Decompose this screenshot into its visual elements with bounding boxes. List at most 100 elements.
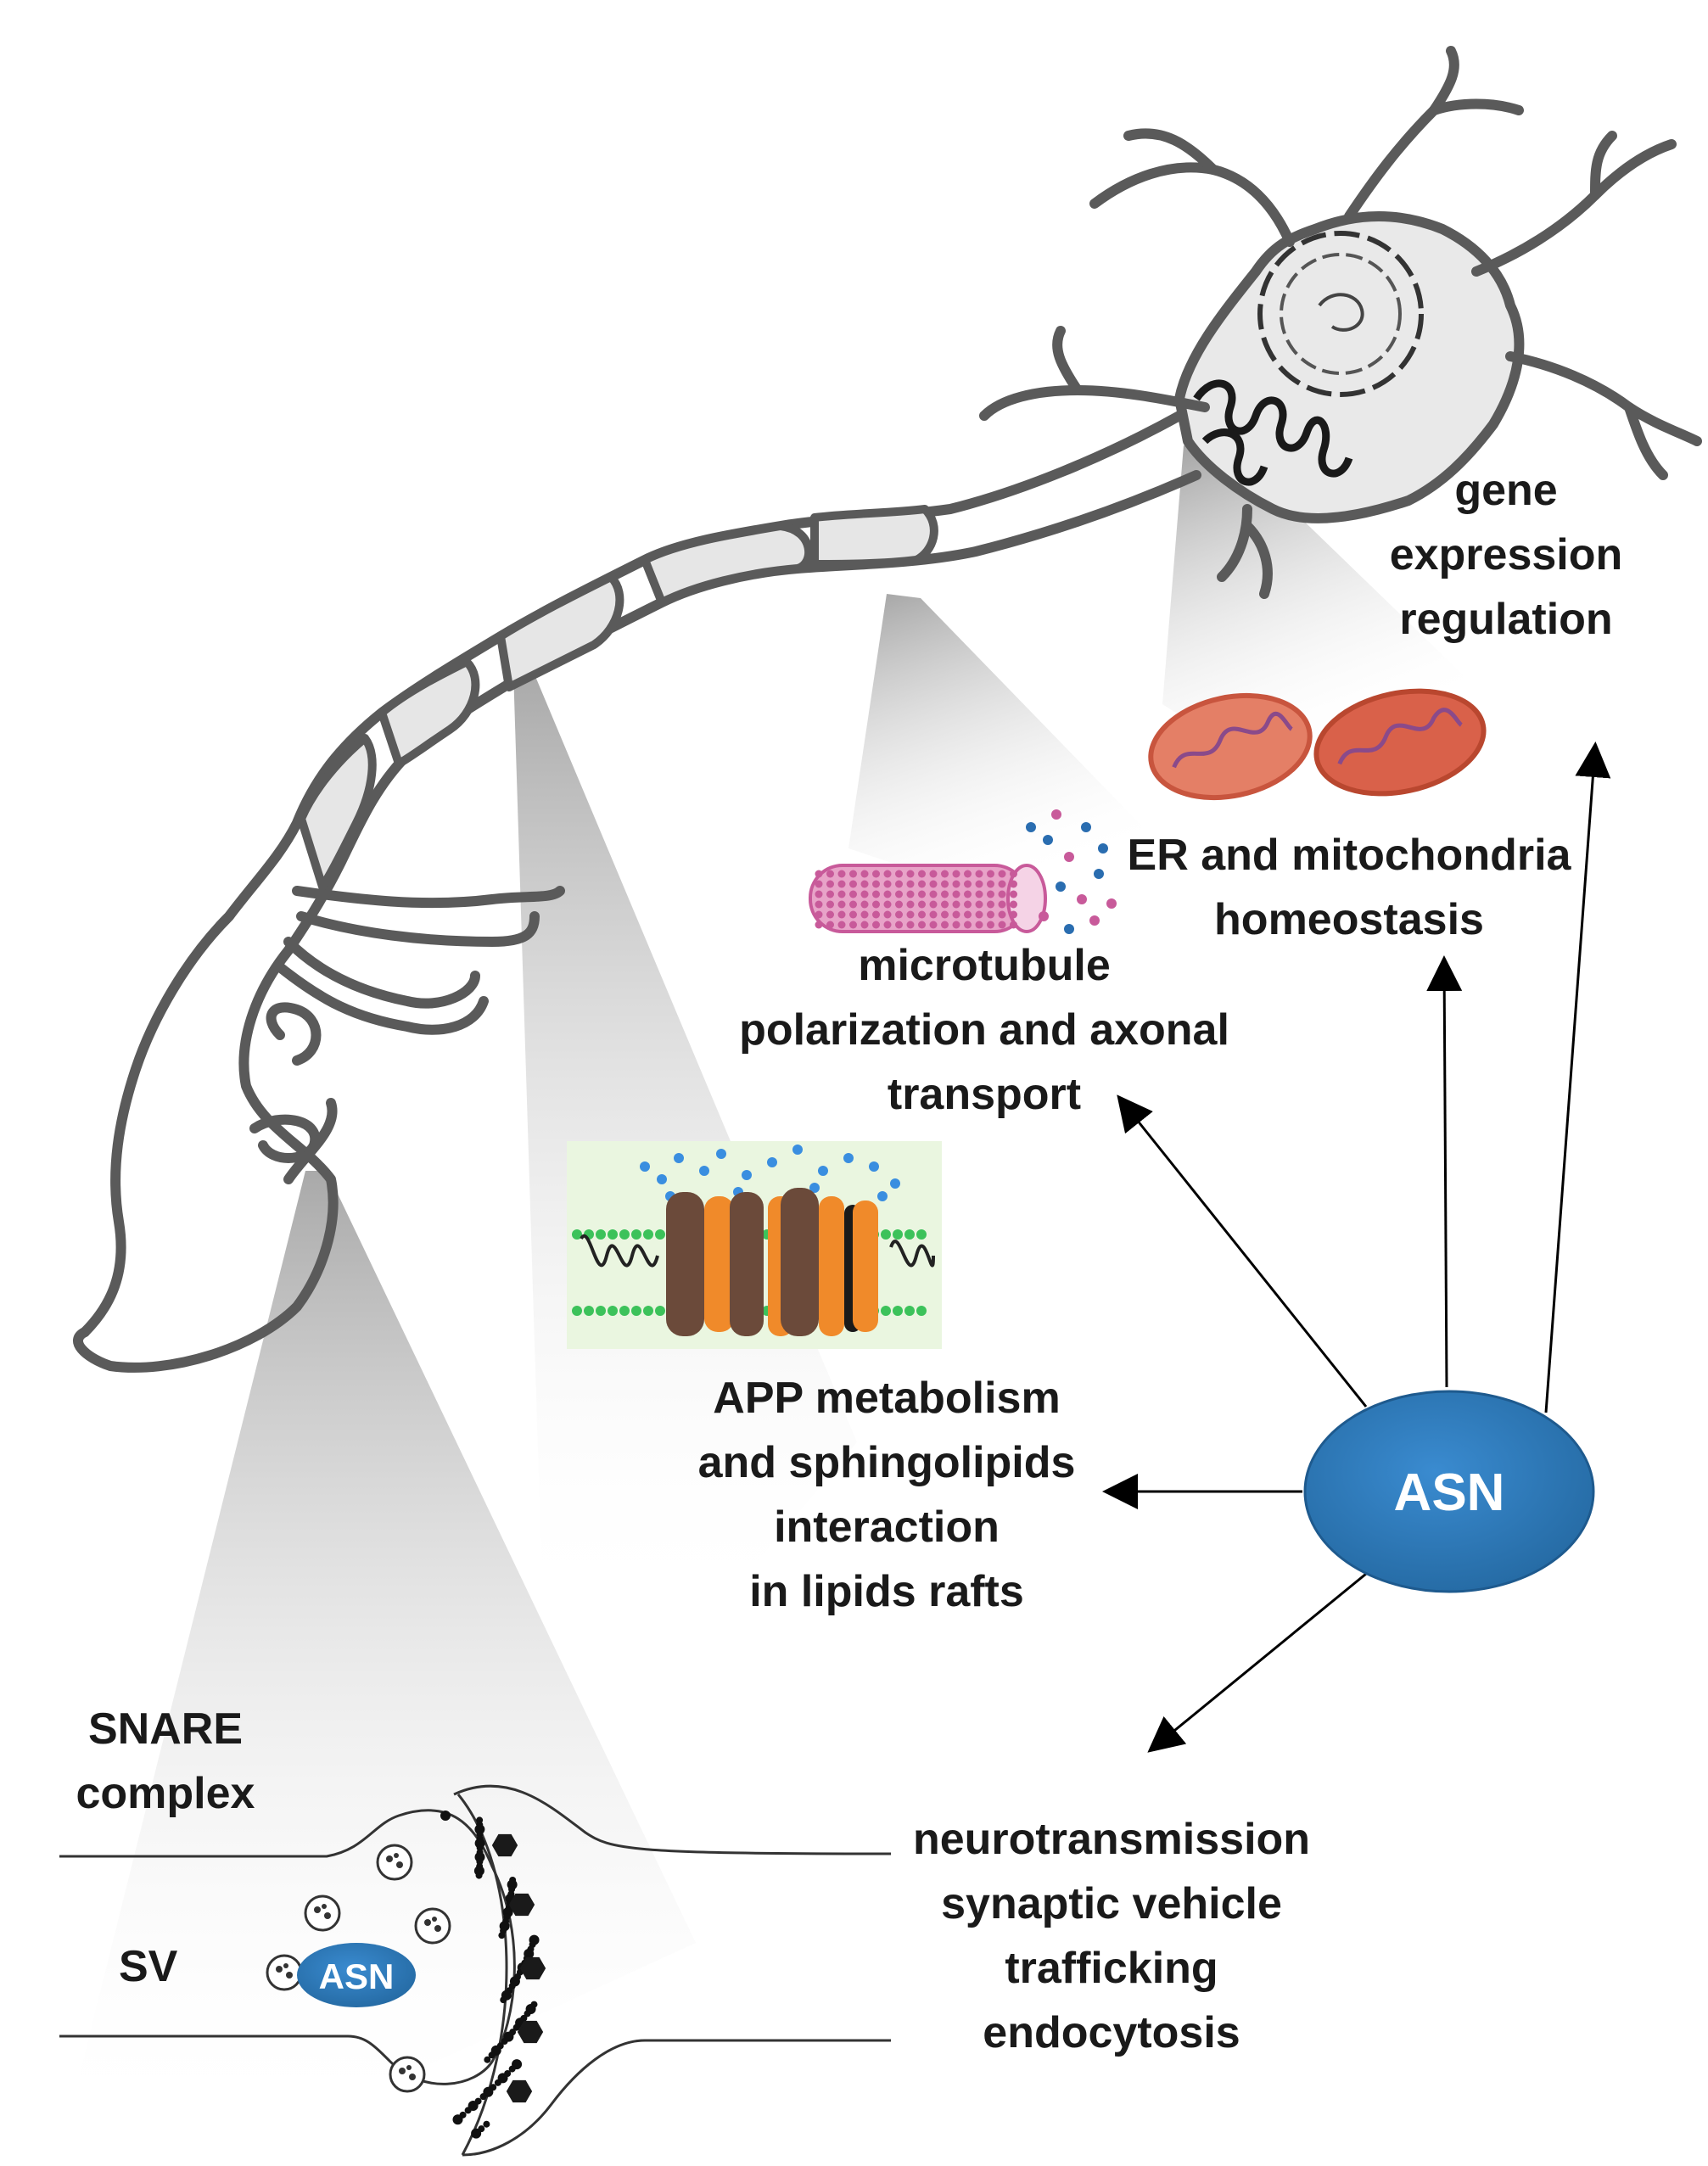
free-tubulin bbox=[1077, 894, 1087, 904]
glycolipid-head bbox=[699, 1166, 709, 1176]
glycolipid-head bbox=[674, 1153, 684, 1163]
tubulin-dimer bbox=[918, 910, 926, 919]
tubulin-dots bbox=[815, 809, 1117, 934]
vesicle-content bbox=[286, 1972, 293, 1979]
nucleus-inner bbox=[1280, 253, 1402, 375]
dendrite bbox=[1123, 128, 1218, 175]
mitochondrion-2 bbox=[1313, 688, 1487, 797]
tubulin-dimer bbox=[941, 870, 949, 878]
vesicle bbox=[389, 2056, 426, 2093]
rough-er bbox=[1201, 428, 1268, 486]
tubulin-dimer bbox=[837, 921, 846, 929]
dendrite bbox=[1242, 521, 1273, 599]
tubulin-dimer bbox=[883, 910, 892, 919]
tubulin-dimer bbox=[849, 870, 857, 878]
synaptic-vesicles bbox=[266, 1844, 451, 2093]
tubulin-dimer bbox=[860, 880, 869, 888]
lipid-head bbox=[631, 1229, 641, 1240]
lipid-tails-right bbox=[889, 1240, 935, 1268]
tubulin-dimer bbox=[918, 890, 926, 898]
lipid-head bbox=[655, 1229, 665, 1240]
label-line: in lipids rafts bbox=[749, 1567, 1024, 1616]
label-microtubule: microtubule polarization and axonal tran… bbox=[704, 933, 1264, 1127]
lipid-tails-left bbox=[580, 1234, 659, 1268]
tubulin-dimer bbox=[906, 870, 915, 878]
lipid-head bbox=[893, 1306, 903, 1316]
neurotransmitter bbox=[508, 2065, 516, 2073]
neurotransmitter bbox=[440, 1811, 451, 1821]
lipid-head bbox=[643, 1229, 653, 1240]
tubulin-dimer bbox=[987, 870, 994, 878]
free-tubulin bbox=[1051, 809, 1061, 820]
axon-collateral bbox=[283, 937, 480, 1009]
tubulin-dimer bbox=[872, 870, 880, 878]
vesicle-content bbox=[314, 1906, 321, 1913]
label-line: interaction bbox=[774, 1503, 1000, 1552]
tubulin-dimer bbox=[998, 921, 1006, 929]
arrow-to-neuro bbox=[1147, 1572, 1367, 1753]
tubulin-dimer bbox=[941, 900, 949, 909]
lipid-head bbox=[619, 1229, 630, 1240]
axon-collateral bbox=[292, 886, 565, 909]
tubulin-dimer bbox=[849, 880, 857, 888]
tubulin-dimer bbox=[964, 900, 972, 909]
vesicle-content bbox=[283, 1963, 288, 1968]
free-tubulin bbox=[1089, 915, 1100, 926]
tubulin-dimer bbox=[929, 870, 938, 878]
tubulin-dimer bbox=[1010, 890, 1017, 898]
arrow-to-microtubule bbox=[1117, 1094, 1368, 1408]
free-tubulin bbox=[1098, 843, 1108, 854]
lipid-head bbox=[655, 1306, 665, 1316]
tubulin-dimer bbox=[815, 890, 823, 898]
tubulin-dimer bbox=[837, 880, 846, 888]
neurotransmitter bbox=[524, 2010, 531, 2018]
tubulin-dimer bbox=[895, 880, 903, 888]
label-line: polarization and axonal bbox=[739, 1005, 1229, 1055]
neurotransmitter bbox=[479, 2093, 487, 2101]
neurotransmitter bbox=[452, 2114, 463, 2125]
vesicle-content bbox=[324, 1912, 331, 1919]
tubulin-dimer bbox=[906, 910, 915, 919]
free-tubulin bbox=[1094, 869, 1104, 879]
tubulin-dimer bbox=[975, 921, 983, 929]
tubulin-dimer bbox=[860, 921, 869, 929]
neurotransmitter bbox=[494, 2079, 501, 2086]
tubulin-dimer bbox=[1010, 870, 1017, 878]
glycolipid-head bbox=[809, 1183, 820, 1193]
lipid-head bbox=[572, 1229, 582, 1240]
neurotransmitter bbox=[488, 2051, 496, 2059]
arrow-to-gene-expression bbox=[1544, 742, 1611, 1413]
tubulin-dimer bbox=[826, 890, 834, 898]
tubulin-dimer bbox=[826, 900, 834, 909]
tubulin-dimer bbox=[872, 910, 880, 919]
label-line: SV bbox=[119, 1942, 178, 1991]
tubulin-dimer bbox=[964, 870, 972, 878]
axon-swelling bbox=[496, 573, 624, 691]
tubulin-dimer bbox=[815, 880, 823, 888]
lipid-head bbox=[893, 1229, 903, 1240]
tubulin-dimer bbox=[826, 880, 834, 888]
glycolipid-head bbox=[657, 1174, 667, 1184]
vesicle bbox=[304, 1895, 341, 1932]
tubulin-dimer bbox=[872, 900, 880, 909]
soma-organelles bbox=[1193, 231, 1424, 486]
tubulin-dimer bbox=[895, 910, 903, 919]
vesicle-content bbox=[276, 1966, 283, 1973]
lipid-head bbox=[881, 1306, 891, 1316]
label-line: ER and mitochondria bbox=[1127, 831, 1571, 880]
dendrite bbox=[1505, 351, 1702, 446]
label-line: gene bbox=[1454, 466, 1558, 515]
tubulin-dimer bbox=[860, 890, 869, 898]
tubulin-dimer bbox=[872, 890, 880, 898]
tubulin-dimer bbox=[815, 921, 823, 929]
axon-swelling bbox=[641, 522, 813, 607]
tubulin-dimer bbox=[952, 910, 960, 919]
axon-swelling bbox=[378, 658, 480, 768]
receptor bbox=[506, 2079, 533, 2103]
neurotransmitter bbox=[498, 1932, 506, 1939]
tubulin-dimer bbox=[860, 910, 869, 919]
tubulin-dimer bbox=[987, 890, 994, 898]
tubulin-dimer bbox=[895, 921, 903, 929]
neurotransmitter bbox=[512, 2023, 520, 2031]
tubulin-dimer bbox=[906, 921, 915, 929]
